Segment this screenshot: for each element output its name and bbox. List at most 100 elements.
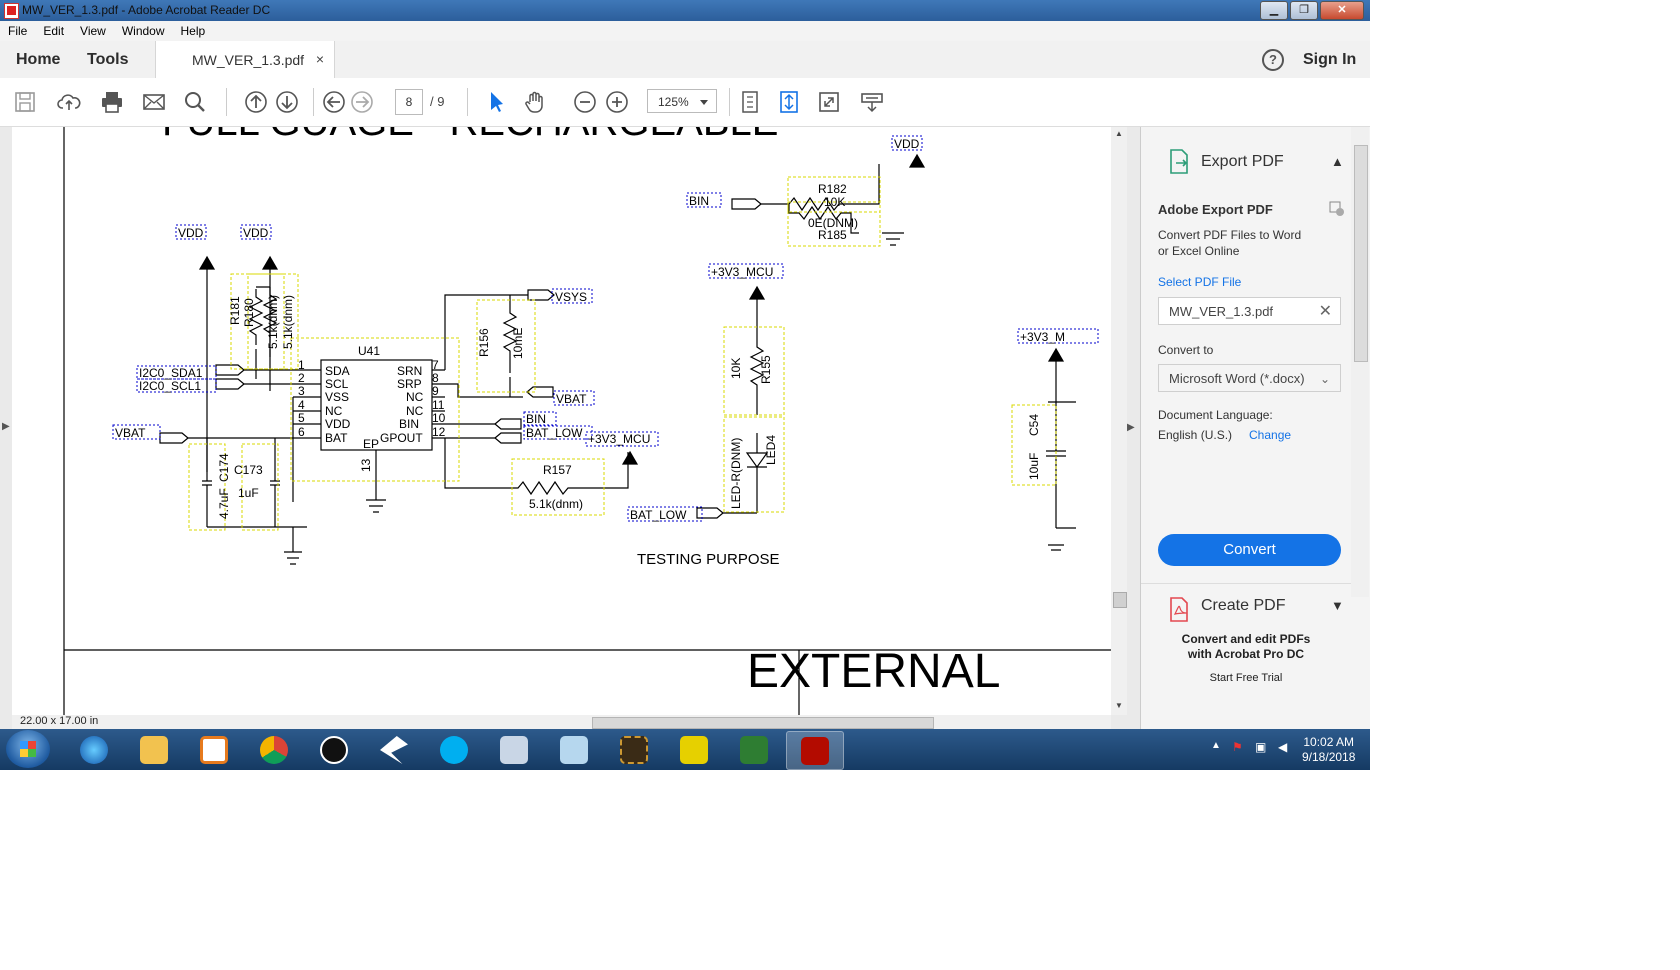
menu-window[interactable]: Window xyxy=(121,24,165,38)
svg-text:SCL: SCL xyxy=(325,377,349,391)
selected-file-name: MW_VER_1.3.pdf xyxy=(1169,304,1274,319)
maximize-button[interactable]: ❐ xyxy=(1290,1,1318,20)
taskbar-vs-app[interactable] xyxy=(726,731,782,768)
taskbar-file-explorer[interactable] xyxy=(126,731,182,768)
svg-text:SDA: SDA xyxy=(325,364,350,378)
export-description-1: Convert PDF Files to Word xyxy=(1158,228,1302,242)
collapse-pane-icon[interactable]: ▶ xyxy=(1127,422,1135,433)
svg-text:SRN: SRN xyxy=(397,364,422,378)
select-cursor-icon[interactable] xyxy=(485,90,509,114)
svg-text:R181: R181 xyxy=(228,296,242,325)
svg-text:EP: EP xyxy=(363,437,379,451)
zoom-in-icon[interactable] xyxy=(605,90,629,114)
menu-view[interactable]: View xyxy=(80,24,106,38)
chevron-up-icon[interactable]: ▲ xyxy=(1331,154,1344,169)
export-pdf-icon xyxy=(1170,149,1188,174)
svg-text:4.7uF: 4.7uF xyxy=(217,488,231,519)
svg-text:5: 5 xyxy=(298,411,305,425)
horizontal-scroll-thumb[interactable] xyxy=(592,717,934,729)
tab-tools[interactable]: Tools xyxy=(87,51,129,68)
sign-in-button[interactable]: Sign In xyxy=(1303,51,1357,68)
collapse-left-icon[interactable]: ▶ xyxy=(2,421,10,432)
taskbar-notepad[interactable] xyxy=(546,731,602,768)
menu-edit[interactable]: Edit xyxy=(43,24,65,38)
menu-file[interactable]: File xyxy=(8,24,28,38)
taskbar-internet-explorer[interactable] xyxy=(66,731,122,768)
page-up-icon[interactable] xyxy=(244,90,268,114)
taskbar: ▲ ⚑ ▣ ◀ 10:02 AM 9/18/2018 xyxy=(0,729,1370,770)
toolbar: 8 / 9 125% xyxy=(0,78,1370,127)
show-hidden-icons[interactable]: ▲ xyxy=(1211,740,1221,751)
network-icon[interactable]: ▣ xyxy=(1255,740,1267,754)
system-clock[interactable]: 10:02 AM 9/18/2018 xyxy=(1302,735,1355,765)
svg-text:2: 2 xyxy=(298,371,305,385)
tab-bar: Home Tools MW_VER_1.3.pdf × ? Sign In xyxy=(0,41,1370,79)
back-icon[interactable] xyxy=(322,90,346,114)
pdf-page[interactable]: FULL GUAGE - RECHARGEABLE EXTERNAL TESTI… xyxy=(12,127,1111,715)
start-free-trial-link[interactable]: Start Free Trial xyxy=(1209,672,1283,684)
start-button[interactable] xyxy=(6,730,50,768)
search-icon[interactable] xyxy=(183,90,207,114)
svg-text:R180: R180 xyxy=(242,298,256,327)
export-settings-icon[interactable] xyxy=(1329,201,1345,217)
svg-text:8: 8 xyxy=(432,371,439,385)
select-pdf-file-link[interactable]: Select PDF File xyxy=(1158,275,1242,289)
vertical-scrollbar[interactable]: ▲ ▼ xyxy=(1111,127,1127,715)
page-number-input[interactable]: 8 xyxy=(395,89,423,115)
taskbar-chip-app[interactable] xyxy=(606,731,662,768)
svg-text:1: 1 xyxy=(298,358,305,372)
taskbar-calculator[interactable] xyxy=(486,731,542,768)
fit-page-icon[interactable] xyxy=(738,90,762,114)
selected-file-field[interactable]: MW_VER_1.3.pdf ✕ xyxy=(1158,297,1341,325)
horizontal-scrollbar[interactable] xyxy=(12,715,1111,729)
taskbar-app-arrow[interactable] xyxy=(366,731,422,768)
vertical-scroll-thumb[interactable] xyxy=(1113,592,1127,608)
zoom-select[interactable]: 125% xyxy=(647,89,717,113)
forward-icon[interactable] xyxy=(350,90,374,114)
tab-document[interactable]: MW_VER_1.3.pdf × xyxy=(155,41,335,78)
svg-text:BIN: BIN xyxy=(526,412,546,426)
taskbar-chip-app-2[interactable] xyxy=(666,731,722,768)
upload-icon[interactable] xyxy=(57,90,81,114)
zoom-out-icon[interactable] xyxy=(573,90,597,114)
email-icon[interactable] xyxy=(142,90,166,114)
document-language-label: Document Language: xyxy=(1158,408,1273,422)
page-down-icon[interactable] xyxy=(275,90,299,114)
hand-icon[interactable] xyxy=(523,90,547,114)
svg-text:R155: R155 xyxy=(759,355,773,384)
scroll-mode-icon[interactable] xyxy=(777,90,801,114)
svg-text:5.1k(dnm): 5.1k(dnm) xyxy=(529,497,583,511)
close-tab-icon[interactable]: × xyxy=(315,51,324,67)
taskbar-acrobat-reader[interactable] xyxy=(786,731,844,770)
svg-text:3: 3 xyxy=(298,384,305,398)
chevron-down-icon[interactable]: ▼ xyxy=(1331,598,1344,613)
pane-scrollbar[interactable] xyxy=(1351,127,1369,597)
read-mode-icon[interactable] xyxy=(860,90,884,114)
fullscreen-icon[interactable] xyxy=(817,90,841,114)
clock-date: 9/18/2018 xyxy=(1302,750,1356,764)
close-window-button[interactable]: ✕ xyxy=(1320,1,1364,20)
taskbar-app-m[interactable] xyxy=(306,731,362,768)
minimize-button[interactable]: ▁ xyxy=(1260,1,1288,20)
help-icon[interactable]: ? xyxy=(1262,49,1284,71)
convert-to-select[interactable]: Microsoft Word (*.docx) ⌄ xyxy=(1158,364,1341,392)
clear-file-icon[interactable]: ✕ xyxy=(1318,303,1332,320)
taskbar-skype[interactable] xyxy=(426,731,482,768)
create-pdf-label[interactable]: Create PDF xyxy=(1201,597,1286,614)
adobe-export-heading: Adobe Export PDF xyxy=(1158,202,1273,217)
volume-icon[interactable]: ◀ xyxy=(1278,740,1288,754)
svg-text:C174: C174 xyxy=(217,453,231,482)
convert-button[interactable]: Convert xyxy=(1158,534,1341,566)
menu-help[interactable]: Help xyxy=(180,24,206,38)
print-icon[interactable] xyxy=(100,90,124,114)
svg-text:VSS: VSS xyxy=(325,390,349,404)
export-pdf-header[interactable]: Export PDF ▲ xyxy=(1141,127,1351,191)
action-center-icon[interactable]: ⚑ xyxy=(1232,740,1243,754)
taskbar-chrome[interactable] xyxy=(246,731,302,768)
taskbar-media-player[interactable] xyxy=(186,731,242,768)
svg-text:LED4: LED4 xyxy=(764,435,778,465)
change-language-link[interactable]: Change xyxy=(1249,428,1292,442)
tab-home[interactable]: Home xyxy=(16,51,61,68)
save-icon[interactable] xyxy=(13,90,37,114)
svg-text:R157: R157 xyxy=(543,463,572,477)
